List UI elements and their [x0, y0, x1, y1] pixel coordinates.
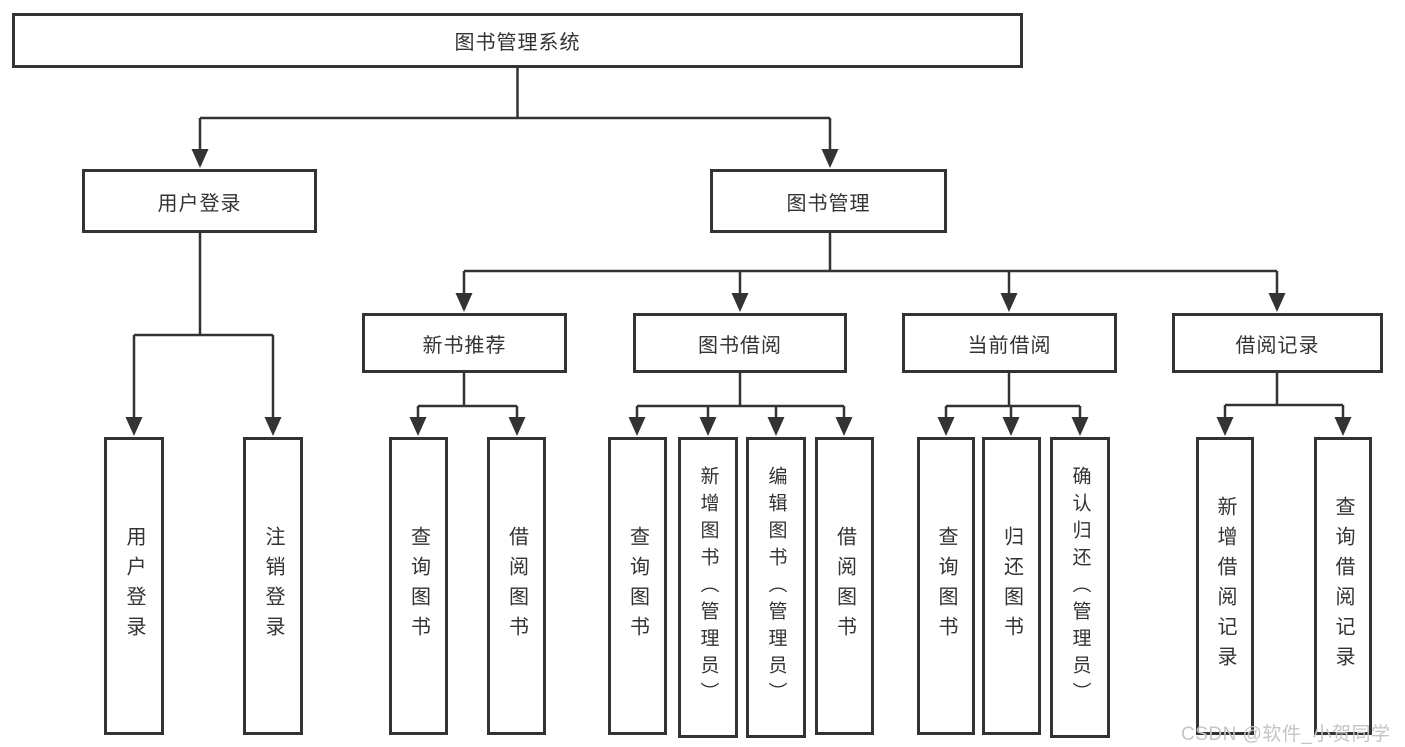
leaf-query-books-current-label: 查询图书: [935, 526, 957, 646]
box-borrowing-records: 借阅记录: [1172, 313, 1383, 373]
leaf-query-borrow-record: 查询借阅记录: [1314, 437, 1372, 735]
leaf-return-books-label: 归还图书: [1000, 526, 1023, 646]
leaf-borrow-books-borrowing-label: 借阅图书: [833, 526, 856, 646]
box-book-borrowing-label: 图书借阅: [698, 334, 782, 357]
box-library-system-label: 图书管理系统: [454, 32, 581, 54]
box-book-borrowing: 图书借阅: [633, 313, 847, 373]
leaf-user-login: 用户登录: [104, 437, 164, 735]
leaf-borrow-books-recommend: 借阅图书: [487, 437, 546, 735]
leaf-query-borrow-record-label: 查询借阅记录: [1332, 496, 1354, 676]
box-new-book-recommendation-label: 新书推荐: [422, 334, 507, 357]
box-book-management-label: 图书管理: [786, 192, 871, 215]
leaf-add-book-admin: 新增图书（管理员）: [678, 437, 738, 738]
leaf-confirm-return-admin: 确认归还（管理员）: [1050, 437, 1110, 738]
leaf-confirm-return-admin-label: 确认归还（管理员）: [1069, 466, 1091, 709]
leaf-edit-book-admin-label: 编辑图书（管理员）: [765, 466, 787, 709]
leaf-add-borrow-record: 新增借阅记录: [1196, 437, 1254, 735]
leaf-edit-book-admin: 编辑图书（管理员）: [746, 437, 806, 738]
box-user-login: 用户登录: [82, 169, 317, 233]
box-user-login-label: 用户登录: [157, 192, 242, 215]
leaf-query-books-recommend-label: 查询图书: [407, 526, 430, 646]
box-current-borrowing-label: 当前借阅: [967, 334, 1052, 357]
leaf-add-borrow-record-label: 新增借阅记录: [1214, 496, 1236, 676]
leaf-query-books-recommend: 查询图书: [389, 437, 448, 735]
box-current-borrowing: 当前借阅: [902, 313, 1117, 373]
leaf-query-books-borrowing: 查询图书: [608, 437, 667, 735]
leaf-query-books-current: 查询图书: [917, 437, 975, 735]
leaf-logout-label: 注销登录: [262, 526, 284, 646]
leaf-query-books-borrowing-label: 查询图书: [626, 526, 649, 646]
box-borrowing-records-label: 借阅记录: [1235, 334, 1320, 357]
leaf-borrow-books-borrowing: 借阅图书: [815, 437, 874, 735]
leaf-user-login-label: 用户登录: [123, 526, 145, 646]
box-new-book-recommendation: 新书推荐: [362, 313, 567, 373]
leaf-add-book-admin-label: 新增图书（管理员）: [697, 466, 719, 709]
box-book-management: 图书管理: [710, 169, 947, 233]
leaf-return-books: 归还图书: [982, 437, 1041, 735]
csdn-watermark: CSDN @软件_小贺同学: [1181, 724, 1391, 745]
leaf-logout: 注销登录: [243, 437, 303, 735]
leaf-borrow-books-recommend-label: 借阅图书: [505, 526, 528, 646]
box-library-system: 图书管理系统: [12, 13, 1023, 68]
